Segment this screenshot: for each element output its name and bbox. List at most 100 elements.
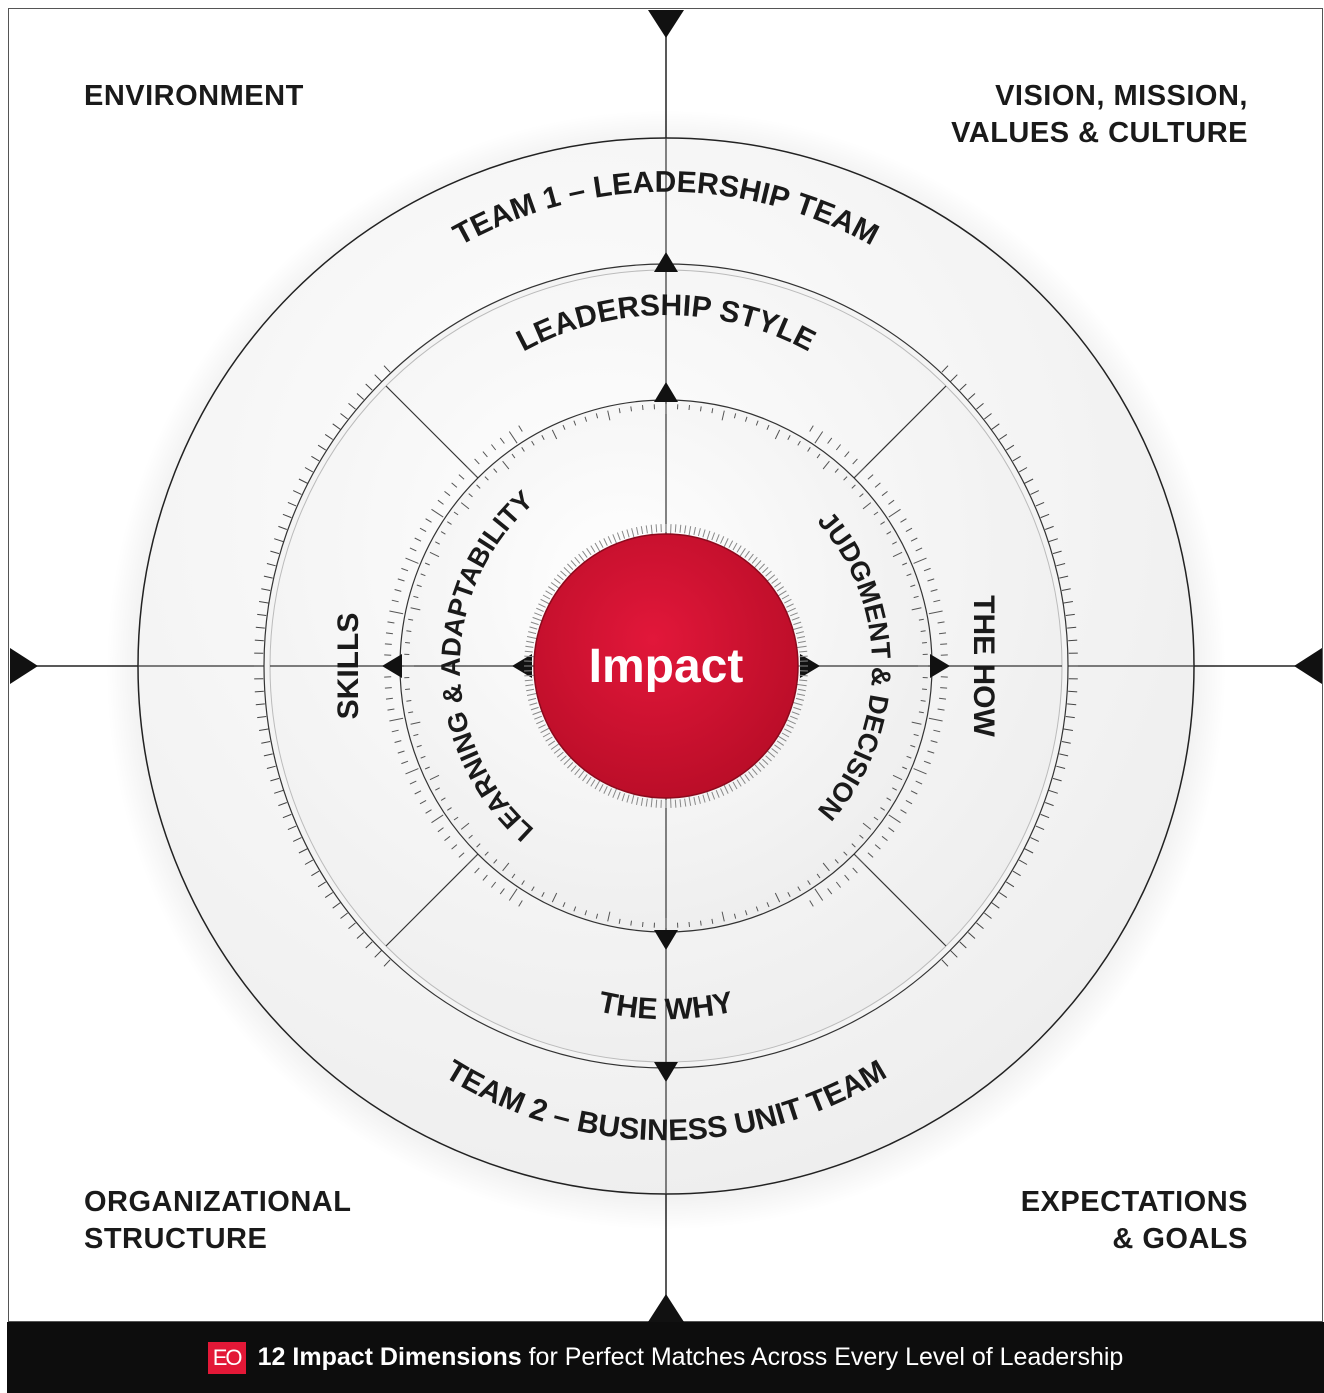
tick [365, 941, 373, 949]
tick [437, 499, 444, 505]
tick [405, 642, 411, 644]
tick [532, 616, 543, 622]
tick [723, 538, 729, 548]
tick [874, 482, 881, 488]
tick [900, 518, 907, 523]
tick [844, 874, 850, 881]
tick [570, 765, 577, 772]
tick [578, 769, 586, 779]
tick [774, 429, 781, 440]
tick [556, 574, 564, 581]
tick [518, 900, 523, 907]
tick [440, 531, 446, 535]
tick [397, 750, 405, 754]
tick [424, 562, 430, 566]
tick [753, 560, 762, 569]
tick [491, 881, 497, 888]
tick [586, 776, 592, 784]
tick [292, 837, 302, 842]
tick [751, 556, 758, 564]
center-serration [524, 524, 808, 808]
tick [340, 413, 348, 420]
tick [1059, 575, 1069, 579]
tick [356, 932, 365, 939]
tick [835, 444, 841, 451]
tick [799, 650, 808, 653]
organizational-label: ORGANIZATIONAL STRUCTURE [84, 1186, 352, 1255]
tick [406, 630, 412, 632]
tick [905, 527, 913, 533]
tick [886, 531, 892, 535]
tick [521, 880, 525, 885]
tick [786, 603, 794, 608]
tick [584, 910, 588, 916]
tick [304, 467, 314, 473]
tick [913, 595, 919, 599]
tick [650, 797, 653, 808]
tick [493, 468, 498, 473]
tick [720, 536, 725, 544]
tick [413, 733, 419, 737]
tick [553, 578, 561, 584]
tick [1056, 563, 1066, 567]
tick [1056, 765, 1066, 769]
tick [397, 578, 405, 582]
tick [607, 788, 612, 796]
tick [384, 643, 392, 645]
tick [786, 719, 796, 725]
tick [911, 721, 922, 725]
tick [888, 827, 895, 833]
tick [553, 748, 561, 754]
tick [409, 780, 417, 785]
tick [777, 590, 787, 597]
tick [534, 715, 542, 720]
tick [880, 521, 885, 525]
tick [482, 874, 488, 881]
tick [348, 403, 356, 410]
tick [405, 688, 411, 690]
tick [440, 797, 446, 801]
tick [688, 405, 690, 411]
tick [410, 721, 421, 725]
tick [700, 920, 702, 926]
tick [751, 768, 758, 776]
tick [693, 526, 696, 536]
tick [816, 873, 821, 879]
tick [526, 640, 535, 644]
tick [733, 413, 737, 419]
tick [348, 922, 356, 929]
tick [529, 702, 538, 706]
tick [542, 594, 551, 600]
tick [937, 708, 945, 711]
tick [755, 906, 759, 912]
tick [1045, 802, 1054, 807]
tick [822, 862, 830, 872]
tick [425, 518, 432, 523]
tick [594, 542, 601, 552]
tick [881, 835, 888, 841]
tick [278, 525, 287, 530]
tick [902, 562, 908, 566]
tick [859, 493, 864, 498]
tick [723, 784, 729, 794]
tick [437, 827, 444, 833]
tick [781, 732, 790, 738]
skills-label: SKILLS [332, 613, 365, 720]
tick [518, 425, 523, 432]
the-how-label: THE HOW [967, 595, 1000, 737]
tick [642, 405, 644, 411]
tick [532, 710, 543, 716]
tick [892, 774, 903, 781]
tick [1065, 613, 1075, 616]
tick [1040, 513, 1050, 519]
tick [910, 584, 916, 588]
tick [502, 862, 510, 872]
tick [786, 724, 794, 729]
tick [1061, 741, 1071, 744]
tick [927, 578, 935, 582]
tick [324, 433, 333, 440]
tick [458, 852, 465, 858]
tick [266, 563, 276, 567]
tick [630, 920, 632, 926]
tick [626, 794, 630, 803]
